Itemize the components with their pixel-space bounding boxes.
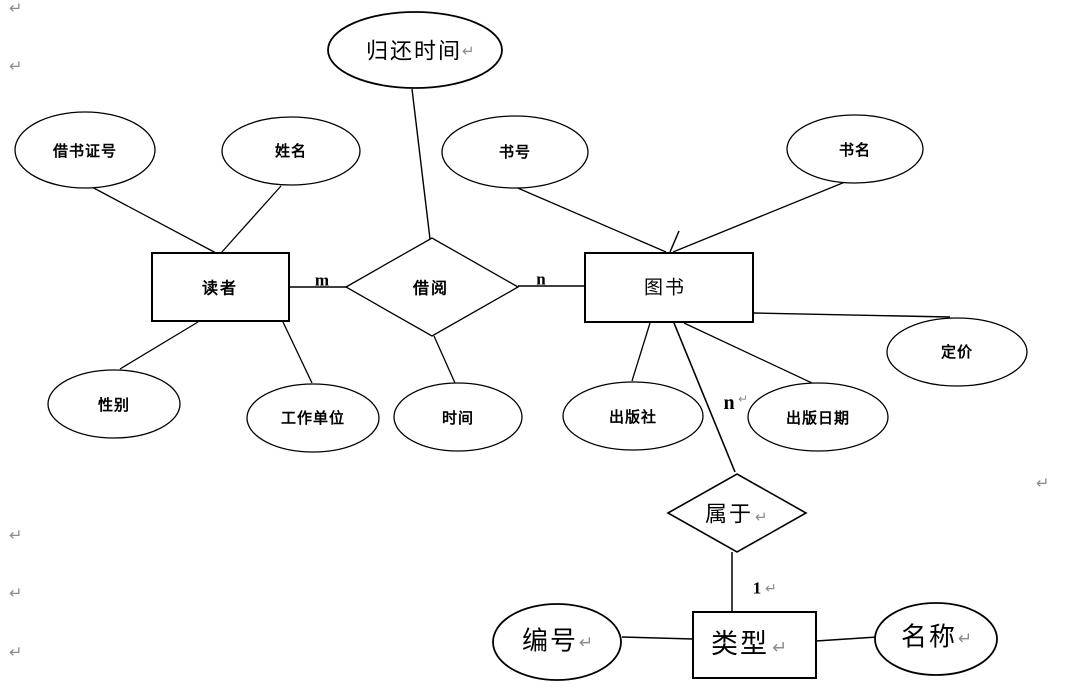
connector-card-no-reader [89, 185, 217, 254]
entity-label-type: 类型 [711, 629, 769, 659]
attribute-ellipse-type-name [874, 602, 998, 676]
attribute-ellipse-return-time [327, 11, 503, 89]
attribute-label-card-no: 借书证号 [52, 142, 117, 160]
paragraph-mark: ↵ [9, 526, 22, 545]
connector-return-time-borrow [411, 88, 431, 240]
entity-rect-reader [151, 252, 290, 322]
connector-book-publish-date [683, 322, 813, 384]
cardinality-label-1: 1 [753, 579, 762, 598]
connector-name-reader [220, 185, 282, 254]
connector-book-belongs-to [673, 322, 736, 473]
connector-reader-gender [119, 321, 199, 370]
paragraph-mark: ↵ [765, 581, 777, 597]
attribute-ellipse-number [492, 603, 622, 681]
connector-reader-work-unit [282, 321, 313, 384]
attribute-ellipse-book-no [441, 115, 589, 189]
connector-book-no-book [512, 185, 667, 253]
paragraph-mark: ↵ [9, 584, 22, 603]
paragraph-mark: ↵ [738, 392, 748, 406]
cardinality-label-n-belongs: n [723, 392, 734, 414]
paragraph-mark: ↵ [958, 629, 972, 649]
entity-label-reader: 读者 [202, 279, 238, 298]
attribute-label-publisher: 出版社 [609, 408, 657, 426]
attribute-ellipse-publish-date [747, 382, 889, 452]
attribute-ellipse-price [886, 317, 1028, 387]
entity-label-book: 图书 [644, 277, 686, 299]
connector-book-title-book [672, 181, 846, 253]
attribute-label-number: 编号 [522, 627, 578, 656]
stray-stroke-above-book [669, 230, 680, 253]
relationship-label-belongs-to: 属于 [705, 502, 753, 527]
attribute-label-book-no: 书号 [499, 143, 531, 161]
attribute-label-work-unit: 工作单位 [281, 409, 345, 427]
attribute-ellipse-publisher [562, 381, 704, 451]
attribute-label-return-time: 归还时间 [366, 39, 462, 64]
connector-book-price [752, 312, 951, 318]
paragraph-mark: ↵ [9, 57, 22, 76]
attribute-label-publish-date: 出版日期 [786, 409, 850, 427]
attribute-ellipse-card-no [14, 111, 156, 189]
cardinality-label-m: m [315, 271, 329, 290]
paragraph-mark: ↵ [772, 638, 787, 659]
entity-rect-book [584, 252, 754, 323]
connector-book-publisher [631, 322, 651, 382]
relationship-label-borrow: 借阅 [412, 279, 449, 298]
attribute-ellipse-name [221, 116, 361, 186]
attribute-ellipse-book-title [786, 114, 924, 184]
paragraph-mark: ↵ [1036, 474, 1049, 493]
paragraph-mark: ↵ [579, 633, 593, 653]
paragraph-mark: ↵ [9, 643, 22, 662]
connector-type-name [815, 636, 878, 642]
connector-number-type [621, 636, 694, 640]
attribute-ellipse-time [393, 382, 523, 452]
relationship-diamond-borrow [344, 237, 520, 337]
cardinality-label-n-borrow: n [536, 270, 546, 289]
attribute-label-name: 姓名 [275, 142, 307, 160]
attribute-label-gender: 性别 [98, 396, 130, 414]
attribute-label-type-name: 名称 [901, 623, 957, 652]
attribute-label-book-title: 书名 [839, 141, 871, 159]
attribute-label-time: 时间 [442, 409, 474, 427]
connector-borrow-time [433, 335, 456, 384]
paragraph-mark: ↵ [9, 0, 22, 18]
relationship-diamond-belongs-to [666, 473, 808, 553]
paragraph-mark: ↵ [755, 508, 768, 526]
attribute-ellipse-work-unit [246, 383, 380, 453]
entity-rect-type [692, 611, 817, 679]
paragraph-mark: ↵ [462, 42, 475, 60]
attribute-ellipse-gender [47, 369, 181, 439]
attribute-label-price: 定价 [941, 343, 973, 361]
